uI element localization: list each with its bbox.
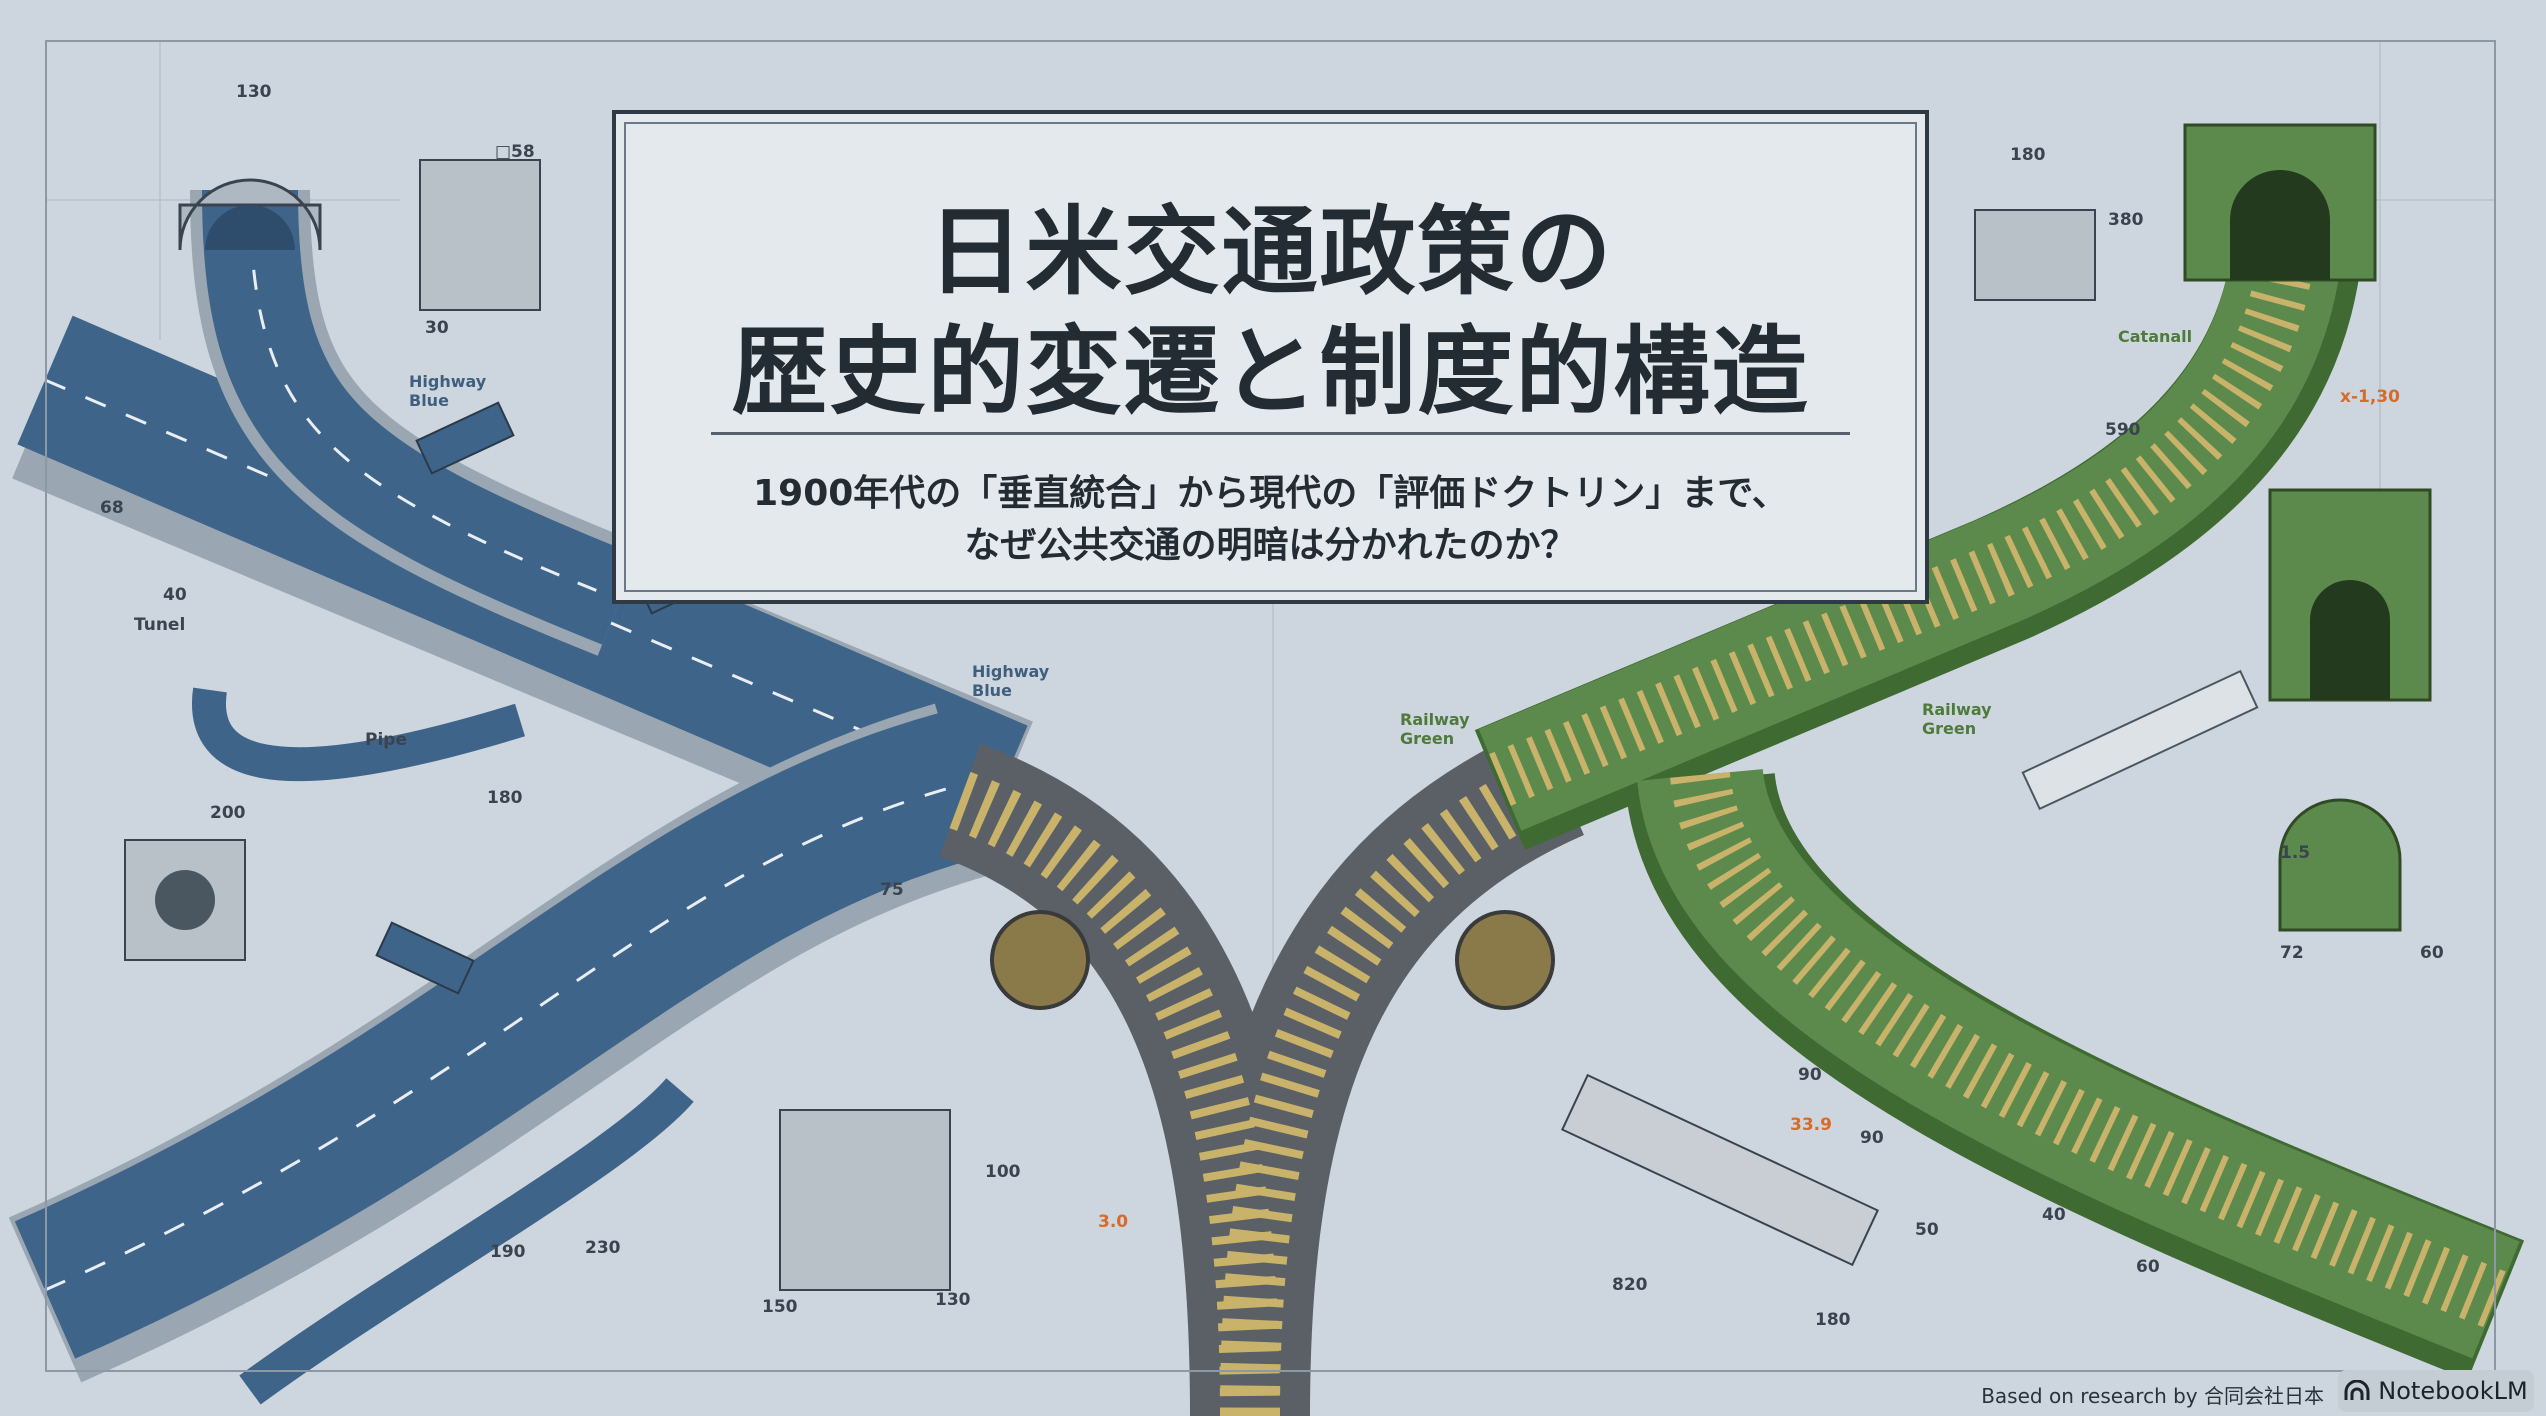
dimension-label: 180 — [1815, 1310, 1851, 1330]
gear-icon — [1455, 910, 1555, 1010]
gear-icon — [990, 910, 1090, 1010]
dimension-label: 33.9 — [1790, 1115, 1832, 1135]
dimension-label: x-1,30 — [2340, 387, 2400, 407]
subtitle-line-1: 1900年代の「垂直統合」から現代の「評価ドクトリン」まで、 — [753, 473, 1788, 514]
label-railway-green: Railway Green — [1400, 710, 1470, 748]
highway-tunnel-portal — [178, 178, 322, 251]
research-credit: Based on research by 合同会社日本 — [1981, 1384, 2324, 1408]
page-title-line-1: 日米交通政策の — [927, 196, 1614, 308]
dimension-label: 75 — [880, 880, 904, 900]
dimension-label: 3.0 — [1098, 1212, 1129, 1232]
label-highway-blue: Highway Blue — [972, 662, 1050, 700]
brick-wall-sketch — [419, 159, 541, 311]
pipe — [192, 687, 525, 782]
notebooklm-logo-icon — [2344, 1380, 2370, 1400]
sleeper-section — [1560, 1073, 1880, 1267]
blueprint-frame — [45, 40, 2496, 1372]
dimension-label: 150 — [762, 1297, 798, 1317]
dimension-label: 180 — [487, 788, 523, 808]
station-platform — [2021, 669, 2259, 811]
dimension-label: 380 — [2108, 210, 2144, 230]
dimension-label: 72 — [2280, 943, 2304, 963]
dimension-label: 60 — [2136, 1257, 2160, 1277]
road-sign — [415, 401, 515, 475]
dimension-label: 590 — [2105, 420, 2141, 440]
dimension-label: 90 — [1860, 1128, 1884, 1148]
dimension-label: 190 — [490, 1242, 526, 1262]
title-card: 日米交通政策の 歴史的変遷と制度的構造 1900年代の「垂直統合」から現代の「評… — [612, 110, 1929, 604]
label-highway-blue: Highway Blue — [409, 372, 487, 410]
dimension-label: 130 — [935, 1290, 971, 1310]
dimension-label: 30 — [425, 318, 449, 338]
dimension-label: 130 — [236, 82, 272, 102]
highway-blue — [8, 159, 1033, 1405]
label-catenary: Catanall — [2118, 327, 2193, 346]
bridge-section — [1974, 209, 2096, 301]
dimension-label: 200 — [210, 803, 246, 823]
dimension-label: 100 — [985, 1162, 1021, 1182]
dimension-label: □58 — [495, 142, 535, 162]
label-pipe: Pipe — [365, 730, 407, 750]
dimension-label: 60 — [2420, 943, 2444, 963]
center-rail-junction — [938, 724, 1585, 1416]
brand-name: NotebookLM — [2378, 1377, 2528, 1405]
dimension-label: 90 — [1798, 1065, 1822, 1085]
notebooklm-badge: NotebookLM — [2338, 1370, 2534, 1412]
dimension-label: 50 — [1915, 1220, 1939, 1240]
dimension-label: 40 — [2042, 1205, 2066, 1225]
dimension-label: 1.5 — [2280, 843, 2311, 863]
dimension-label: 40 — [163, 585, 187, 605]
dimension-label: 230 — [585, 1238, 621, 1258]
label-railway-green: Railway Green — [1922, 700, 1992, 738]
dimension-label: 820 — [1612, 1275, 1648, 1295]
title-card-inner-border — [624, 122, 1917, 592]
title-divider — [711, 432, 1850, 435]
railway-green — [1474, 123, 2525, 1380]
page-title-line-2: 歴史的変遷と制度的構造 — [731, 316, 1810, 428]
dimension-label: 180 — [2010, 145, 2046, 165]
label-tunnel: Tunel — [134, 615, 186, 635]
subtitle-line-2: なぜ公共交通の明暗は分かれたのか？ — [964, 525, 1577, 566]
dimension-label: 68 — [100, 498, 124, 518]
